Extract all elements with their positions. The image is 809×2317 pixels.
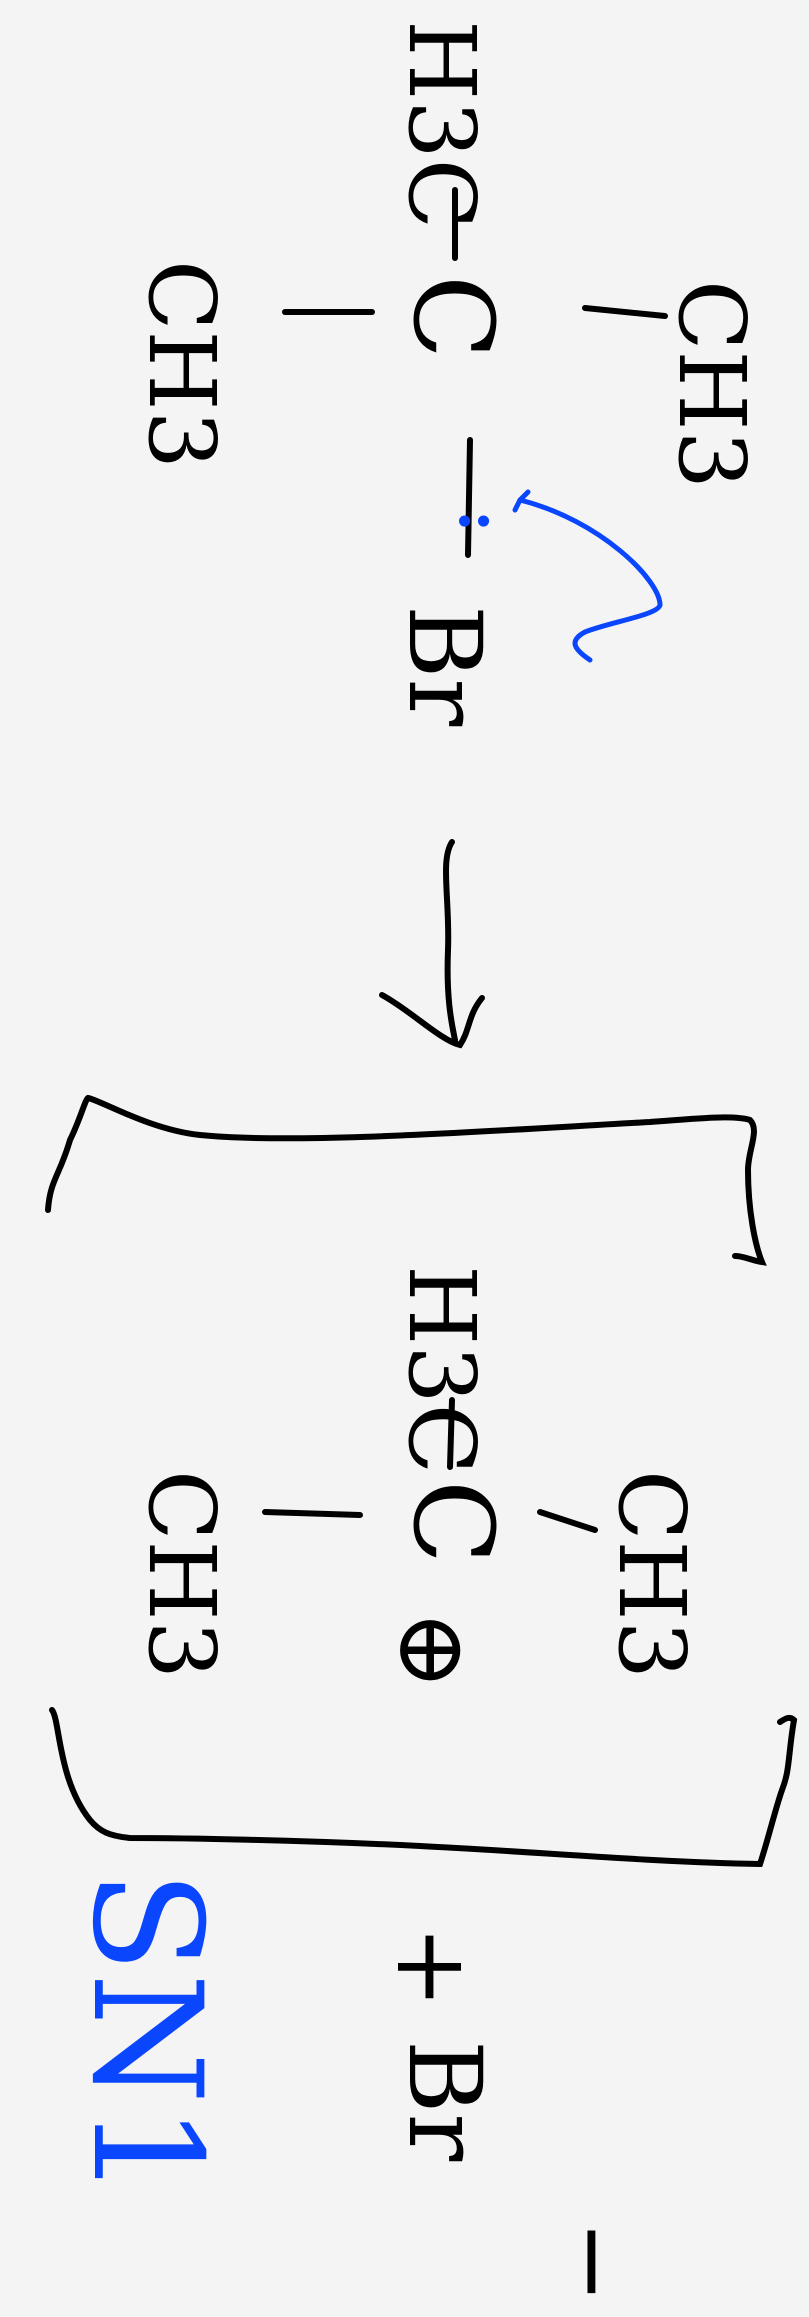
reactant-carbon: C bbox=[389, 275, 517, 359]
mechanism-label: SN1 bbox=[59, 1870, 233, 2199]
electron-push-annotation: : bbox=[445, 489, 663, 663]
curved-arrow-head bbox=[512, 489, 531, 513]
plus-sign: + bbox=[374, 1925, 491, 2009]
positive-charge: ⊕ bbox=[377, 1610, 489, 1690]
reactant-bromine: Br bbox=[386, 605, 503, 726]
reaction-arrow bbox=[379, 839, 485, 1049]
byproduct: + Br − bbox=[374, 1925, 653, 2304]
intermediate-bond-right bbox=[537, 1509, 598, 1533]
bracket-bottom bbox=[49, 1707, 798, 1868]
negative-charge: − bbox=[536, 2220, 653, 2304]
bracket-top bbox=[45, 1094, 767, 1266]
down-arrow-icon bbox=[443, 839, 458, 1043]
lone-pair-dots: : bbox=[445, 510, 515, 532]
intermediate-left-methyl: CH3 bbox=[128, 1470, 235, 1679]
intermediate-bond-left bbox=[262, 1509, 363, 1518]
bond-bottom bbox=[465, 437, 473, 558]
curved-arrow bbox=[517, 497, 663, 663]
reactant-left-methyl: CH3 bbox=[128, 260, 235, 469]
intermediate-brackets bbox=[45, 1094, 798, 1868]
intermediate-bond-top bbox=[447, 1397, 455, 1470]
intermediate-molecule: H3C C CH3 CH3 ⊕ bbox=[128, 1265, 705, 1690]
arrow-head bbox=[379, 992, 485, 1049]
rotated-content: H3C C CH3 CH3 Br : H3C bbox=[45, 20, 798, 2304]
reactant-molecule: H3C C CH3 CH3 Br bbox=[128, 20, 765, 726]
reactant-right-methyl: CH3 bbox=[658, 280, 765, 489]
bromide-ion: Br bbox=[386, 2040, 503, 2161]
reactant-top-methyl: H3C bbox=[388, 20, 495, 229]
intermediate-right-methyl: CH3 bbox=[598, 1470, 705, 1679]
bond-right bbox=[582, 305, 668, 319]
intermediate-top-methyl: H3C bbox=[388, 1265, 495, 1474]
intermediate-carbon: C bbox=[389, 1480, 517, 1564]
